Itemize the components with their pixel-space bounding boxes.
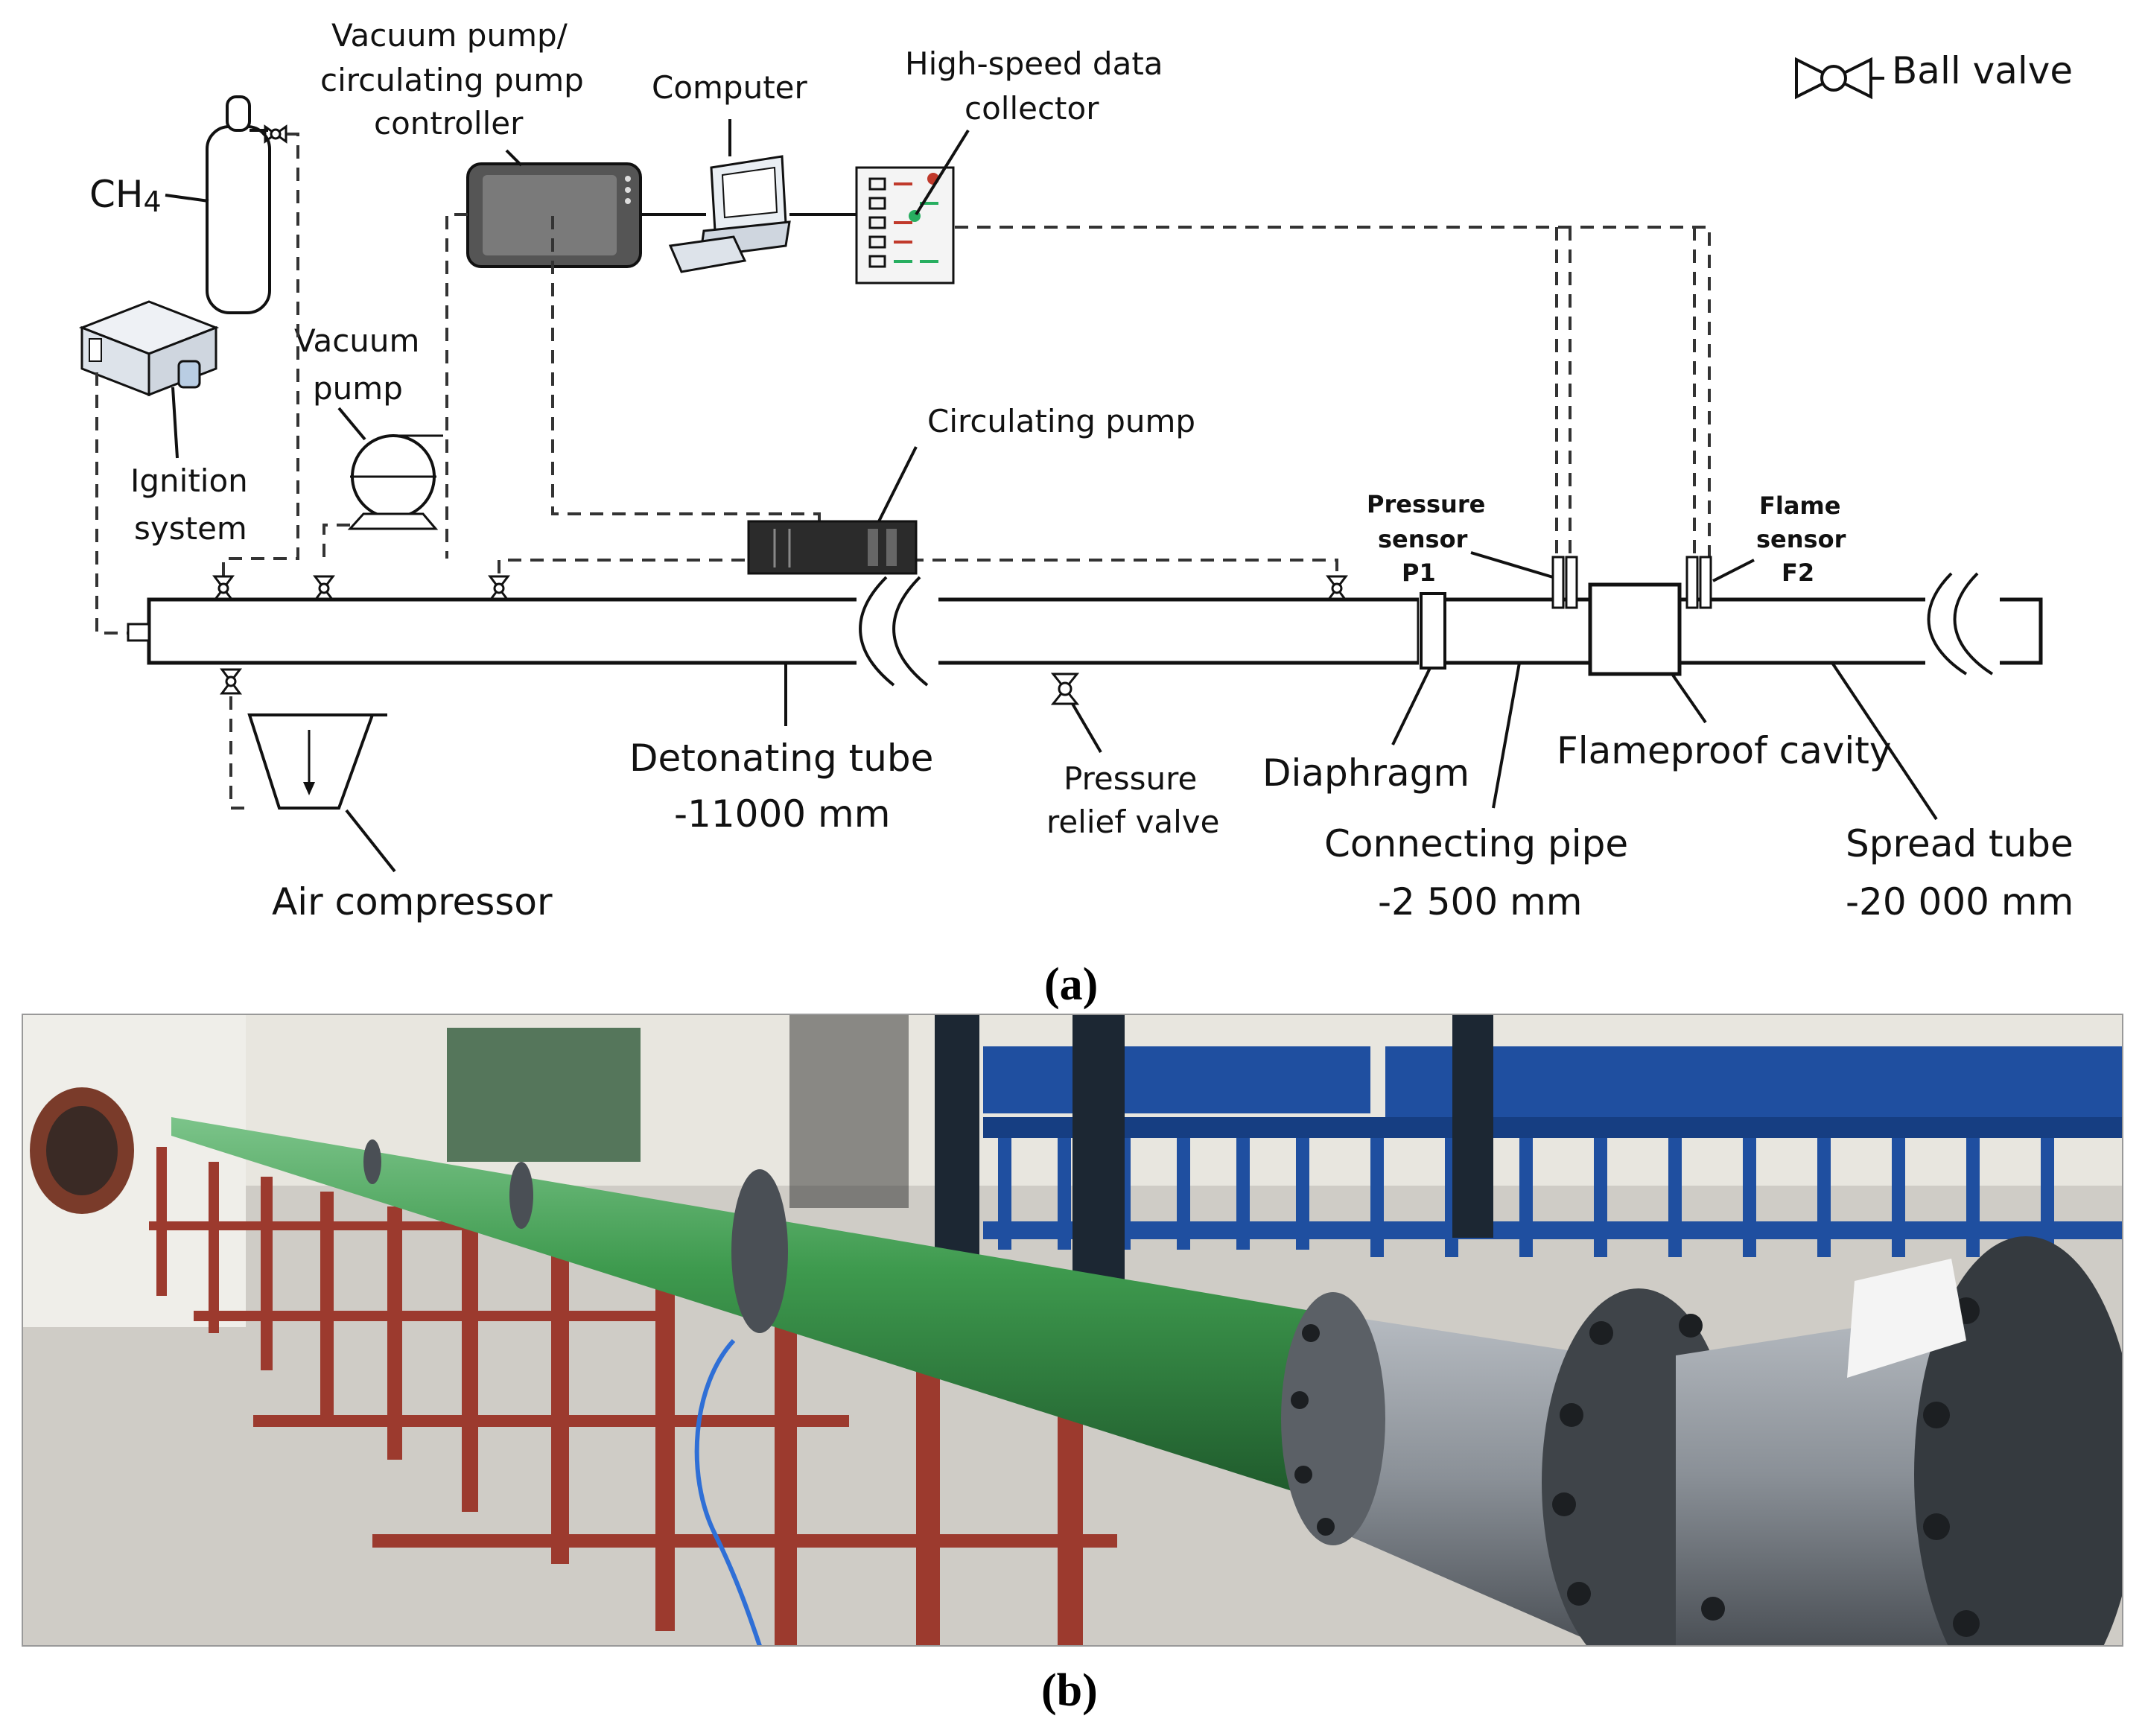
vacuum-pump-label-1: Vacuum [294,322,419,359]
pressure-sensor-label-3: P1 [1402,559,1436,587]
computer-label: Computer [652,69,808,106]
ignition-label-2: system [134,510,247,547]
controller-label-3: controller [374,105,524,142]
spread-tube-break-icon [1925,572,2000,675]
ch4-label: CH4 [89,173,162,218]
relief-valve-label-1: Pressure [1064,760,1197,797]
flameproof-cavity-leader [1671,673,1707,724]
circulation-loop-line [498,559,1338,573]
detonating-tube [147,597,1421,665]
caption-b: (b) [1041,1665,1098,1716]
diaphragm-icon [1420,592,1446,670]
flameproof-cavity-label: Flameproof cavity [1557,729,1891,772]
pressure-relief-valve-icon [1050,673,1080,705]
connecting-pipe [1417,597,1592,665]
photo-paper [1847,1259,1966,1378]
ball-valve-legend-icon [1795,57,1884,100]
photo-flange-3 [1914,1236,2123,1646]
data-collector-label-1: High-speed data [905,45,1163,82]
data-collector-icon [855,166,955,284]
vacuum-line [322,524,350,566]
photo-scene [22,1014,2123,1646]
air-compressor-label: Air compressor [272,880,553,923]
diaphragm-leader [1391,667,1431,745]
connecting-pipe-leader [1492,662,1521,809]
controller-label-1: Vacuum pump/ [331,17,568,54]
flameproof-cavity-icon [1588,582,1682,676]
controller-vacuum-line [445,213,468,559]
ch4-cylinder-icon [206,95,287,314]
ignition-signal-line [95,372,134,635]
ch4-feed-line [222,133,299,592]
ch4-leader [165,194,209,203]
schematic-panel: Ball valve CH4 Ignition system [78,17,2074,1010]
ball-valve-air-icon [220,668,242,695]
air-compressor-line [229,696,250,810]
photo-red-stands [149,1147,1117,1646]
diaphragm-label: Diaphragm [1262,751,1469,795]
controller-icon [466,162,642,268]
relief-valve-leader [1071,702,1102,754]
flame-sensor-label-1: Flame [1759,492,1840,520]
sensor-signal-line-outer [955,226,1711,588]
detonating-tube-break-icon [857,576,938,687]
caption-a: (a) [1044,959,1098,1010]
ball-valve-legend-label: Ball valve [1892,49,2073,92]
air-compressor-leader [345,809,396,873]
flame-sensor-icon [1685,556,1712,609]
connecting-pipe-label-2: -2 500 mm [1378,880,1583,923]
spread-tube-leader [1831,661,1938,821]
photo-blue-frames [983,1046,2123,1257]
connecting-pipe-label-1: Connecting pipe [1324,822,1628,865]
vacuum-pump-label-2: pump [313,370,403,407]
flame-sensor-leader [1712,559,1755,582]
computer-icon [668,119,791,273]
spread-tube-label-1: Spread tube [1846,822,2074,865]
flame-sensor-label-2: sensor [1756,525,1846,553]
ignition-label-1: Ignition [130,462,248,499]
flame-sensor-label-3: F2 [1782,559,1814,587]
ball-valve-4-icon [1326,575,1348,602]
pressure-sensor-leader [1470,551,1554,579]
spread-tube-label-2: -20 000 mm [1846,880,2074,923]
pressure-sensor-label-2: sensor [1378,525,1468,553]
circulating-pump-label: Circulating pump [927,403,1195,439]
igniter-port [127,623,150,642]
data-collector-leader [915,129,970,216]
vacuum-pump-icon [347,434,443,530]
data-collector-label-2: collector [965,90,1099,127]
photo-flange-1 [1281,1292,1385,1545]
ignition-system-icon [78,300,220,397]
detonating-tube-label-2: -11000 mm [674,792,890,836]
relief-valve-label-2: relief valve [1046,804,1219,840]
air-compressor-icon [247,713,387,810]
pressure-sensor-icon [1551,556,1578,609]
circulating-pump-icon [747,520,918,575]
photo-pipe-flanges [363,1139,788,1333]
controller-leader [505,149,523,167]
pressure-sensor-label-1: Pressure [1367,490,1485,518]
controller-label-2: circulating pump [320,62,584,98]
circulating-pump-leader [877,446,918,522]
photo-bolts [1291,1297,1980,1637]
ignition-leader [171,387,179,459]
photo-people [935,1014,1493,1305]
vacuum-pump-leader [337,407,366,441]
photo-panel: (b) [22,1014,2123,1716]
ball-valve-2-icon [313,575,335,602]
ball-valve-1-icon [212,575,235,602]
ball-valve-3-icon [488,575,510,602]
detonating-tube-label-1: Detonating tube [629,737,933,780]
photo-cable [694,1338,762,1646]
